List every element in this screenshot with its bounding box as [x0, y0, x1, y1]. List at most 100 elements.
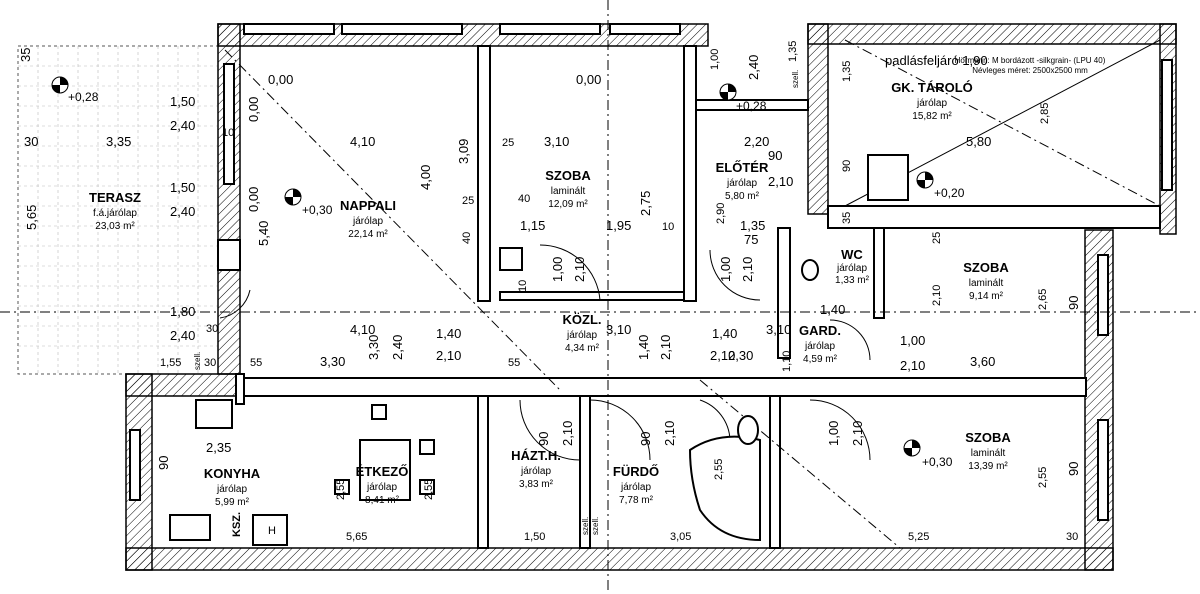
svg-text:90: 90	[841, 160, 853, 172]
svg-text:40: 40	[518, 193, 530, 205]
svg-text:3,10: 3,10	[544, 134, 569, 149]
svg-text:8,41 m²: 8,41 m²	[365, 495, 400, 506]
svg-text:járólap: járólap	[836, 263, 867, 274]
svg-text:3,10: 3,10	[606, 322, 631, 337]
svg-text:1,15: 1,15	[520, 218, 545, 233]
svg-text:3,05: 3,05	[670, 531, 691, 543]
svg-text:f.á.járólap: f.á.járólap	[93, 208, 137, 219]
chair-icon	[419, 439, 435, 455]
svg-text:15,82 m²: 15,82 m²	[912, 111, 952, 122]
svg-text:90: 90	[638, 432, 653, 446]
level-markers: +0,28 +0,30 +0,28 +0,20 +0,30	[51, 76, 965, 469]
svg-text:szell.: szell.	[591, 517, 600, 535]
svg-text:3,30: 3,30	[320, 354, 345, 369]
svg-text:5,99 m²: 5,99 m²	[215, 497, 250, 508]
svg-text:3,83 m²: 3,83 m²	[519, 479, 554, 490]
svg-text:1,10: 1,10	[781, 351, 793, 372]
svg-text:2,10: 2,10	[710, 348, 735, 363]
svg-text:2,55: 2,55	[335, 479, 347, 500]
level-label: +0,30	[302, 203, 333, 217]
svg-text:1,40: 1,40	[712, 326, 737, 341]
svg-text:2,85: 2,85	[1039, 103, 1051, 124]
svg-text:0,00: 0,00	[576, 72, 601, 87]
svg-text:30: 30	[204, 357, 216, 369]
svg-text:2,10: 2,10	[768, 174, 793, 189]
svg-text:3,60: 3,60	[970, 354, 995, 369]
svg-text:1,50: 1,50	[170, 94, 195, 109]
inner-walls	[217, 45, 1161, 549]
svg-text:3,30: 3,30	[366, 335, 381, 360]
garage-door-note: Hörmann: M bordázott -silkgrain- (LPU 40…	[955, 56, 1106, 65]
room-name-konyha: KONYHA	[204, 466, 261, 481]
svg-text:2,65: 2,65	[1037, 289, 1049, 310]
toilet-icon	[737, 415, 759, 445]
room-name-szoba-1: SZOBA	[545, 168, 591, 183]
svg-text:90: 90	[768, 148, 782, 163]
chair-icon	[419, 479, 435, 495]
svg-text:30: 30	[24, 134, 38, 149]
svg-text:2,10: 2,10	[740, 257, 755, 282]
svg-text:2,10: 2,10	[658, 335, 673, 360]
svg-text:járólap: járólap	[804, 341, 835, 352]
svg-text:1,35: 1,35	[841, 61, 853, 82]
svg-text:1,00: 1,00	[900, 333, 925, 348]
svg-text:1,40: 1,40	[636, 335, 651, 360]
svg-text:10: 10	[517, 280, 529, 292]
stove-icon	[195, 399, 233, 429]
svg-text:4,59 m²: 4,59 m²	[803, 354, 838, 365]
svg-text:1,40: 1,40	[820, 302, 845, 317]
svg-text:2,55: 2,55	[713, 459, 725, 480]
terrace-tiles	[17, 45, 219, 375]
svg-text:szell.: szell.	[791, 70, 800, 88]
notes: padlásfeljáró 1,90 Hörmann: M bordázott …	[193, 53, 1106, 537]
svg-text:2,40: 2,40	[390, 335, 405, 360]
svg-text:1,50: 1,50	[170, 180, 195, 195]
svg-text:járólap: járólap	[216, 484, 247, 495]
level-label: +0,28	[736, 99, 767, 113]
room-name-kozl: KÖZL.	[563, 312, 602, 327]
svg-text:járólap: járólap	[520, 466, 551, 477]
svg-text:laminált: laminált	[969, 278, 1004, 289]
svg-text:2,90: 2,90	[715, 203, 727, 224]
room-name-gard: GARD.	[799, 323, 841, 338]
level-label: +0,30	[922, 455, 953, 469]
svg-text:2,10: 2,10	[572, 257, 587, 282]
svg-text:5,65: 5,65	[346, 531, 367, 543]
svg-text:5,25: 5,25	[908, 531, 929, 543]
room-labels: TERASZ f.á.járólap 23,03 m² NAPPALI járó…	[89, 80, 1011, 508]
room-name-szoba-3: SZOBA	[965, 430, 1011, 445]
svg-text:1,00: 1,00	[550, 257, 565, 282]
svg-text:75: 75	[744, 232, 758, 247]
svg-text:5,65: 5,65	[24, 205, 39, 230]
svg-text:5,80 m²: 5,80 m²	[725, 191, 760, 202]
svg-text:3,09: 3,09	[456, 139, 471, 164]
toilet-icon	[801, 259, 819, 281]
svg-text:25: 25	[502, 137, 514, 149]
svg-text:90: 90	[536, 432, 551, 446]
svg-text:1,40: 1,40	[436, 326, 461, 341]
svg-text:járólap: járólap	[916, 98, 947, 109]
svg-text:9,14 m²: 9,14 m²	[969, 291, 1004, 302]
svg-text:40: 40	[461, 232, 473, 244]
svg-text:22,14 m²: 22,14 m²	[348, 229, 388, 240]
room-name-szoba-2: SZOBA	[963, 260, 1009, 275]
svg-text:2,55: 2,55	[1037, 467, 1049, 488]
svg-text:3,10: 3,10	[766, 322, 791, 337]
svg-text:szell.: szell.	[193, 352, 202, 370]
svg-text:1,00: 1,00	[709, 49, 721, 70]
attic-stair-icon	[867, 154, 909, 201]
svg-text:járólap: járólap	[620, 482, 651, 493]
svg-text:2,40: 2,40	[170, 328, 195, 343]
svg-text:járólap: járólap	[366, 482, 397, 493]
svg-text:13,39 m²: 13,39 m²	[968, 461, 1008, 472]
svg-text:0,00: 0,00	[246, 187, 261, 212]
svg-text:2,35: 2,35	[206, 440, 231, 455]
svg-text:0,00: 0,00	[268, 72, 293, 87]
svg-text:2,10: 2,10	[436, 348, 461, 363]
svg-text:0,00: 0,00	[246, 97, 261, 122]
svg-text:55: 55	[250, 357, 262, 369]
room-name-furdo: FÜRDŐ	[613, 464, 659, 479]
svg-text:2,10: 2,10	[931, 285, 943, 306]
level-label: +0,20	[934, 186, 965, 200]
svg-text:2,10: 2,10	[560, 421, 575, 446]
